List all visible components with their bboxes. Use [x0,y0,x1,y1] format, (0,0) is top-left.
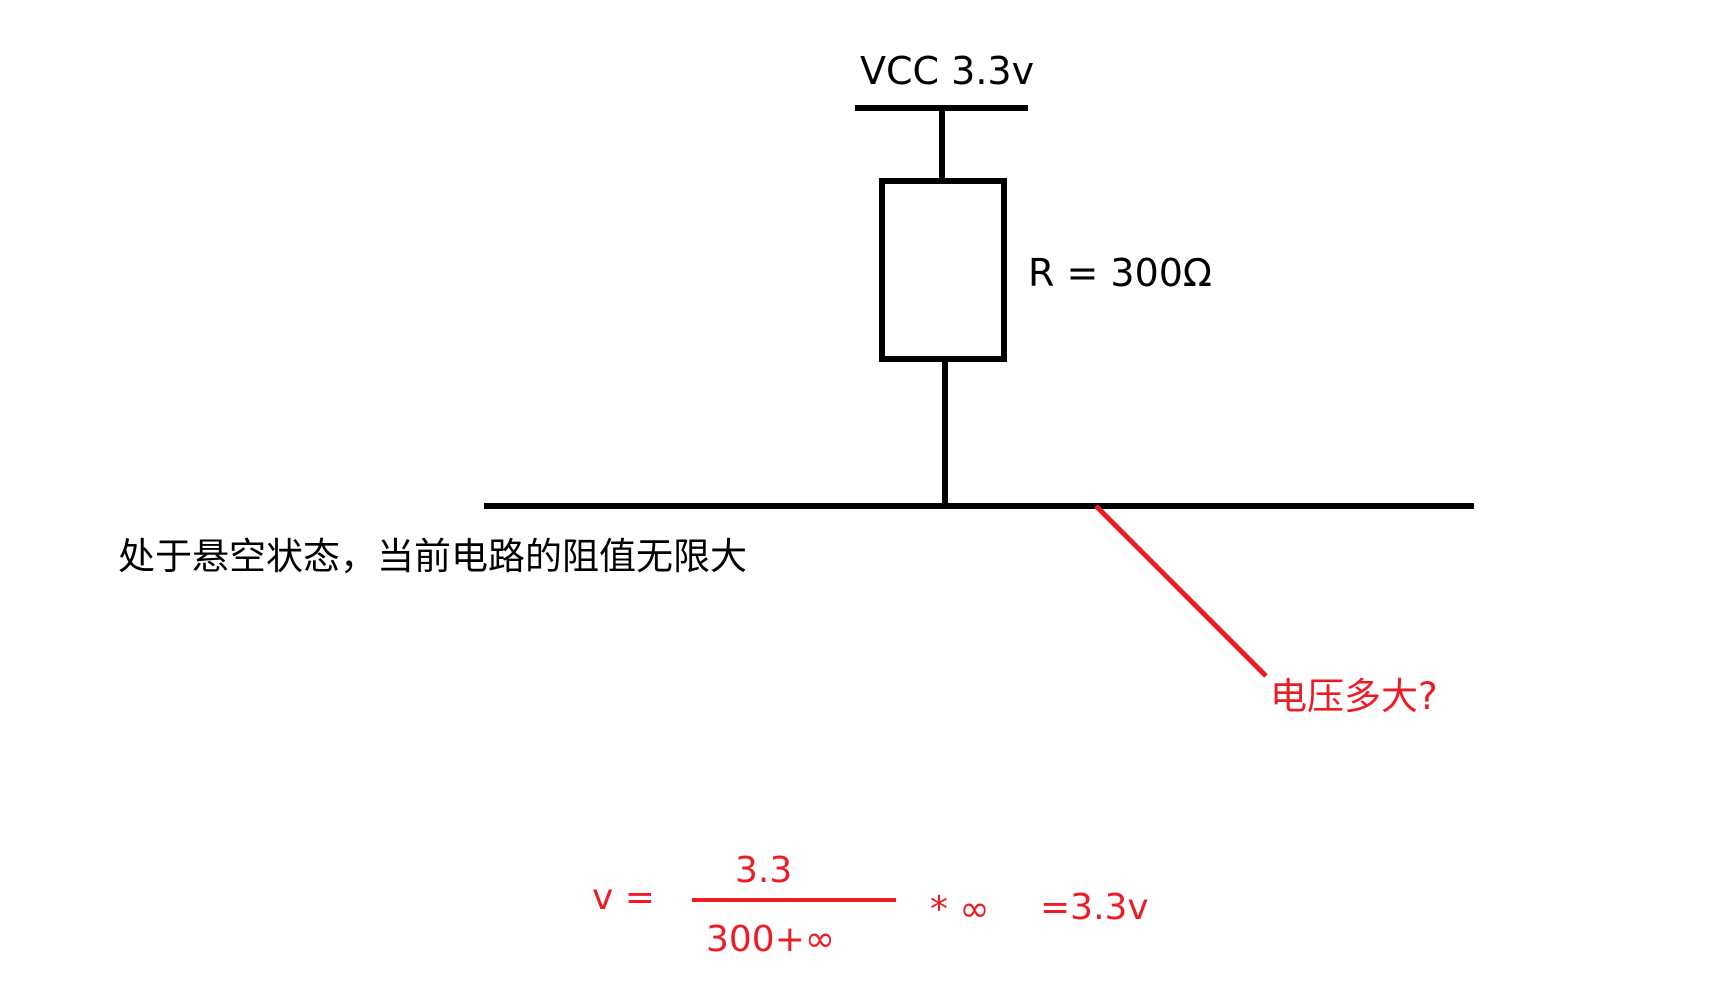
voltage-question: 电压多大? [1270,675,1438,718]
formula-result: =3.3v [1040,887,1149,928]
formula-denominator: 300+∞ [706,919,835,960]
formula-numerator: 3.3 [735,850,793,891]
floating-state-note: 处于悬空状态，当前电路的阻值无限大 [118,535,747,578]
formula-lhs: v = [592,877,655,918]
resistor-value-label: R = 300Ω [1028,251,1212,295]
formula-multiplier: * ∞ [930,889,990,930]
question-pointer-line [1094,504,1268,678]
resistor [879,178,1007,362]
vcc-label: VCC 3.3v [860,49,1035,93]
